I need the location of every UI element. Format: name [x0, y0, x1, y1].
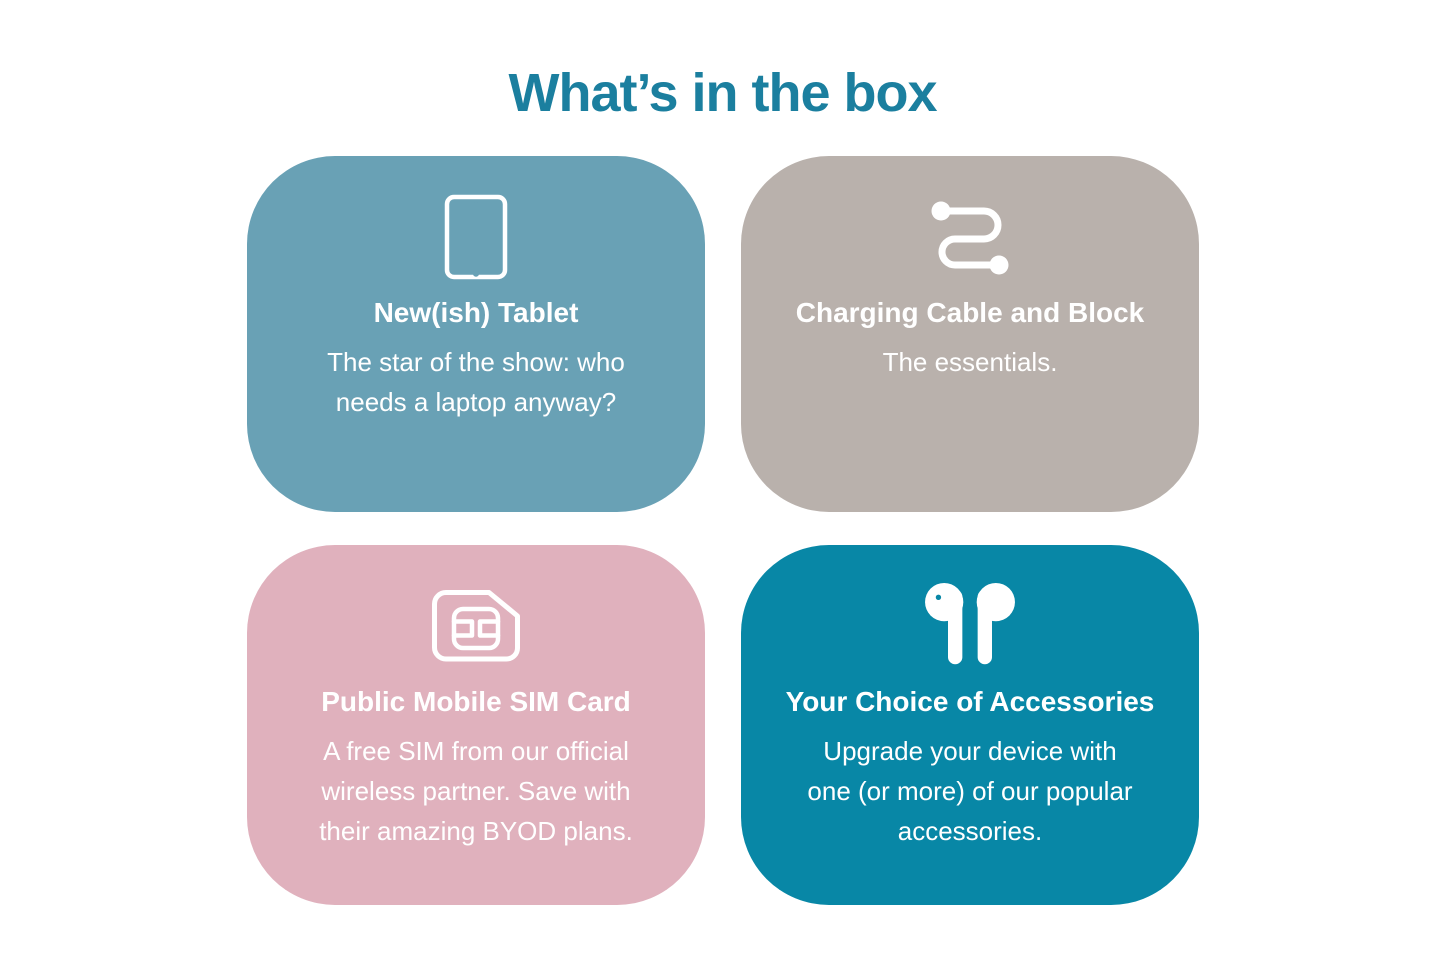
card-body: Upgrade your device with one (or more) o…: [807, 735, 1133, 847]
card-public-mobile-sim-card: Public Mobile SIM Card A free SIM from o…: [247, 545, 705, 905]
card-title: Public Mobile SIM Card: [321, 686, 631, 717]
charging-cable-icon: [921, 192, 1019, 282]
card-body: The essentials.: [882, 346, 1058, 377]
tablet-icon: [444, 192, 508, 282]
card-body: A free SIM from our official wireless pa…: [319, 735, 633, 847]
earbuds-icon: [922, 581, 1018, 671]
card-body: The star of the show: who needs a laptop…: [327, 346, 625, 417]
page-title: What’s in the box: [508, 63, 938, 123]
card-title: New(ish) Tablet: [373, 297, 579, 328]
card-your-choice-of-accessories: Your Choice of Accessories Upgrade your …: [741, 545, 1199, 905]
card-charging-cable-and-block: Charging Cable and Block The essentials.: [741, 156, 1199, 512]
sim-card-icon: [430, 581, 522, 671]
card-title: Your Choice of Accessories: [785, 686, 1155, 717]
card-newish-tablet: New(ish) Tablet The star of the show: wh…: [247, 156, 705, 512]
card-title: Charging Cable and Block: [795, 297, 1145, 328]
